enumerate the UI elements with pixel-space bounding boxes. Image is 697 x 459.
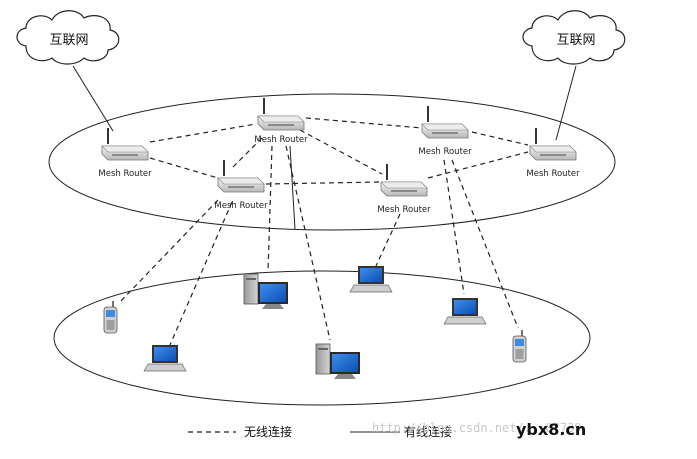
desktop-icon [315,343,361,380]
legend-wired-label: 有线连接 [404,424,452,439]
wired-line-router-to-desktop [289,145,296,230]
phone-icon [103,300,118,334]
client-ellipse [53,270,591,406]
router-label: Mesh Router [254,135,308,145]
router-icon [529,127,577,161]
router-label: Mesh Router [98,169,152,179]
router-icon [380,163,428,197]
cloud-left: 互联网 [16,10,120,65]
desktop-icon [243,273,289,310]
watermark-url: http://blog.csdn.net/...07739 [372,421,582,435]
cloud-label: 互联网 [49,33,88,48]
cloud-icon [522,10,626,65]
router-label: Mesh Router [526,169,580,179]
cloud-right: 互联网 [522,10,626,65]
legend: 无线连接 有线连接 [188,424,452,439]
laptop-icon [443,297,487,325]
cloud-icon [16,10,120,65]
router-top-right: Mesh Router [418,105,472,157]
legend-wireless-label: 无线连接 [244,424,292,439]
laptop-icon [143,344,187,372]
cloud-label: 互联网 [556,33,595,48]
wired-line-right [555,65,577,141]
router-center-right: Mesh Router [377,163,431,215]
router-label: Mesh Router [418,147,472,157]
wireless-backbone-links [149,117,529,185]
wired-line-left [72,65,114,132]
router-icon [257,97,305,131]
phone-icon [512,329,527,363]
wireless-client-links [119,145,519,346]
router-icon [421,105,469,139]
router-label: Mesh Router [377,205,431,215]
watermark-brand: ybx8.cn [516,420,586,439]
backbone-ellipse [48,93,616,231]
router-label: Mesh Router [214,201,268,211]
router-left: Mesh Router [98,127,152,179]
router-icon [101,127,149,161]
router-icon [217,159,265,193]
router-center-left: Mesh Router [214,159,268,211]
router-top: Mesh Router [254,97,308,145]
laptop-icon [349,265,393,293]
router-right: Mesh Router [526,127,580,179]
